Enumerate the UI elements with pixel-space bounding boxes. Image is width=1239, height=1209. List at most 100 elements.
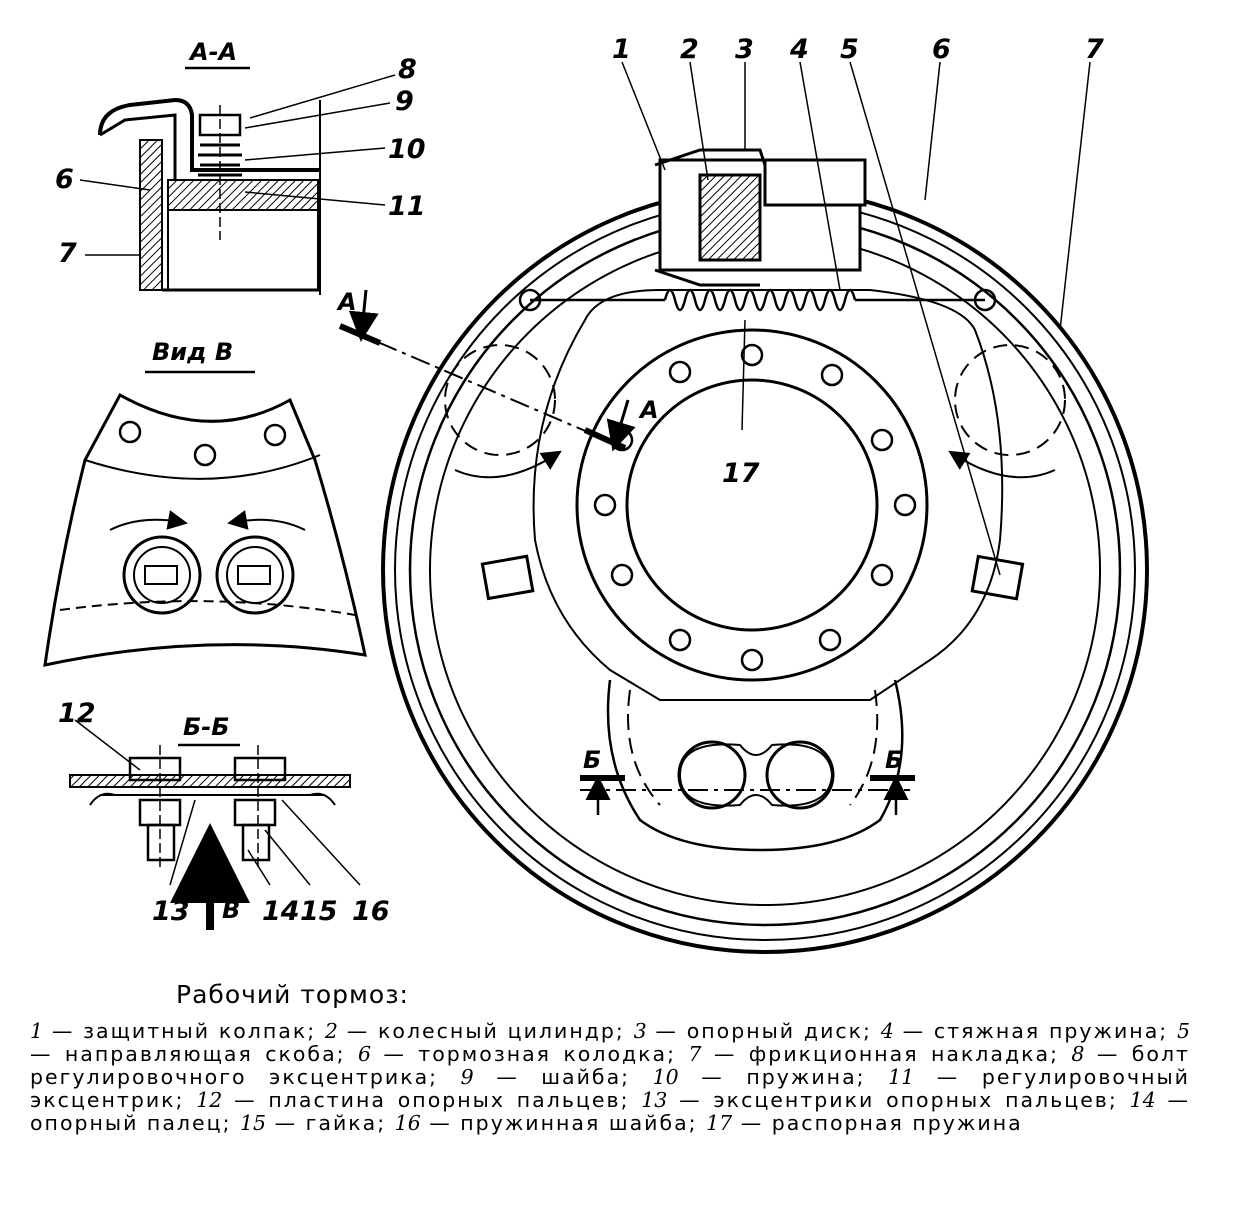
view-b-eccentric-left <box>122 535 202 615</box>
caption-item-number: 8 <box>1071 1042 1085 1066</box>
caption-item-text: — пружинная шайба; <box>420 1111 707 1135</box>
caption-item: 4 — стяжная пружина; <box>881 1019 1177 1043</box>
left-eccentric-dashed <box>444 344 556 456</box>
caption-item-number: 16 <box>394 1111 421 1135</box>
main-leader-lines <box>621 61 1091 576</box>
section-letter-b-right: Б <box>885 746 903 774</box>
caption-item-number: 1 <box>30 1019 44 1043</box>
caption-item-text: — гайка; <box>266 1111 395 1135</box>
caption-item-text: — пружина; <box>678 1065 889 1089</box>
friction-lining-aa <box>139 139 163 291</box>
caption-item: 13 — эксцентрики опорных пальцев; <box>641 1088 1129 1112</box>
left-rotation-arrow <box>454 450 562 479</box>
caption-item-number: 10 <box>652 1065 679 1089</box>
wheel-cylinder <box>654 148 867 287</box>
caption-item-text: — опорный палец; <box>30 1088 1190 1135</box>
outer-ring-inner <box>394 199 1136 941</box>
caption-item-text: — опорный диск; <box>646 1019 881 1043</box>
callout-7: 7 <box>1085 34 1104 65</box>
caption-item-text: — пластина опорных пальцев; <box>222 1088 642 1112</box>
caption-body: 1 — защитный колпак; 2 — колесный цилинд… <box>30 1020 1190 1135</box>
aa-callout-10: 10 <box>388 134 426 165</box>
caption-item-number: 17 <box>706 1111 733 1135</box>
caption-item-number: 11 <box>888 1065 915 1089</box>
drum-edge <box>99 113 177 180</box>
anchor-plate-dashed <box>627 689 879 806</box>
caption-item-text: — эксцентрики опорных пальцев; <box>667 1088 1130 1112</box>
caption-item: 11 — регулировочный эксцентрик; <box>30 1065 1190 1112</box>
caption-item: 17 — распорная пружина <box>706 1111 1023 1135</box>
caption-item-number: 9 <box>460 1065 474 1089</box>
caption-item: 5 — направляющая скоба; <box>30 1019 1190 1066</box>
caption-item-number: 12 <box>196 1088 223 1112</box>
view-b-letter: В <box>222 896 240 924</box>
shoe-body-aa <box>167 209 319 291</box>
caption-item: 16 — пружинная шайба; <box>395 1111 706 1135</box>
hub-bolt-holes <box>593 343 917 672</box>
bb-leader-lines <box>74 719 361 886</box>
caption-item-text: — болт регулировочного эксцентрика; <box>30 1042 1190 1089</box>
left-guide-bracket <box>480 554 535 601</box>
callout-17: 17 <box>722 458 760 489</box>
hub-bore <box>625 378 879 632</box>
caption-item-number: 7 <box>688 1042 702 1066</box>
callout-3: 3 <box>735 34 754 65</box>
aa-callout-8: 8 <box>398 54 417 85</box>
caption-item-number: 4 <box>880 1019 894 1043</box>
bb-callout-13: 13 <box>152 896 190 927</box>
section-bb-view: Б-Б 12 13 14 15 16 В <box>58 698 390 930</box>
caption-item-text: — распорная пружина <box>732 1111 1023 1135</box>
brake-diagram: 1 2 3 4 5 6 7 17 А А Б Б А-А 8 <box>43 34 1149 954</box>
section-arrow-a-bottom <box>606 399 636 452</box>
caption-item-number: 14 <box>1129 1088 1156 1112</box>
view-b-title: Вид В <box>152 338 233 366</box>
right-guide-bracket <box>970 554 1025 601</box>
aa-callout-7: 7 <box>58 238 77 269</box>
bb-callout-14: 14 <box>262 896 300 927</box>
bb-plate <box>69 774 351 788</box>
caption-item-number: 5 <box>1176 1019 1190 1043</box>
callout-5: 5 <box>840 34 859 65</box>
caption-item: 15 — гайка; <box>240 1111 395 1135</box>
anchor-plate <box>606 679 904 852</box>
caption-item: 6 — тормозная колодка; <box>358 1042 688 1066</box>
callout-2: 2 <box>680 34 699 65</box>
callout-1: 1 <box>612 34 631 65</box>
view-b-eccentric-right <box>215 535 295 615</box>
section-line-aa <box>344 327 626 449</box>
anchor-pins <box>677 740 835 810</box>
caption-item: 10 — пружина; <box>653 1065 889 1089</box>
main-callout-numbers: 1 2 3 4 5 6 7 17 А А Б Б <box>336 34 1104 774</box>
caption-item-text: — фрикционная накладка; <box>701 1042 1072 1066</box>
caption-item-text: — колесный цилиндр; <box>337 1019 634 1043</box>
caption-item-number: 2 <box>324 1019 338 1043</box>
callout-6: 6 <box>932 34 951 65</box>
section-letter-a-top: А <box>336 288 357 316</box>
caption-title: Рабочий тормоз: <box>176 980 409 1009</box>
section-cut-a-top <box>338 323 382 346</box>
aa-callout-9: 9 <box>395 86 414 117</box>
caption-item-text: — направляющая скоба; <box>30 1042 358 1066</box>
section-bb-title: Б-Б <box>183 713 230 741</box>
backing-plate-rim <box>408 213 1122 927</box>
shoe-aa <box>167 179 319 211</box>
caption-item-number: 6 <box>357 1042 371 1066</box>
caption-item-text: — стяжная пружина; <box>893 1019 1177 1043</box>
caption-item: 14 — опорный палец; <box>30 1088 1190 1135</box>
caption-item: 7 — фрикционная накладка; <box>688 1042 1071 1066</box>
bb-callout-15: 15 <box>300 896 338 927</box>
caption-item: 1 — защитный колпак; <box>30 1019 325 1043</box>
caption-item-text: — регулировочный эксцентрик; <box>30 1065 1190 1112</box>
right-eccentric-dashed <box>954 344 1066 456</box>
view-b-plate <box>43 392 367 667</box>
caption-item-text: — тормозная колодка; <box>371 1042 689 1066</box>
support-disc-outline <box>532 289 1004 701</box>
section-letter-a-bottom: А <box>638 396 659 424</box>
section-letter-b-left: Б <box>583 746 601 774</box>
caption-item-number: 15 <box>240 1111 267 1135</box>
caption-item: 3 — опорный диск; <box>634 1019 881 1043</box>
caption-item: 9 — шайба; <box>461 1065 653 1089</box>
caption-item: 12 — пластина опорных пальцев; <box>196 1088 641 1112</box>
caption-item: 8 — болт регулировочного эксцентрика; <box>30 1042 1190 1089</box>
aa-callout-6: 6 <box>55 164 74 195</box>
